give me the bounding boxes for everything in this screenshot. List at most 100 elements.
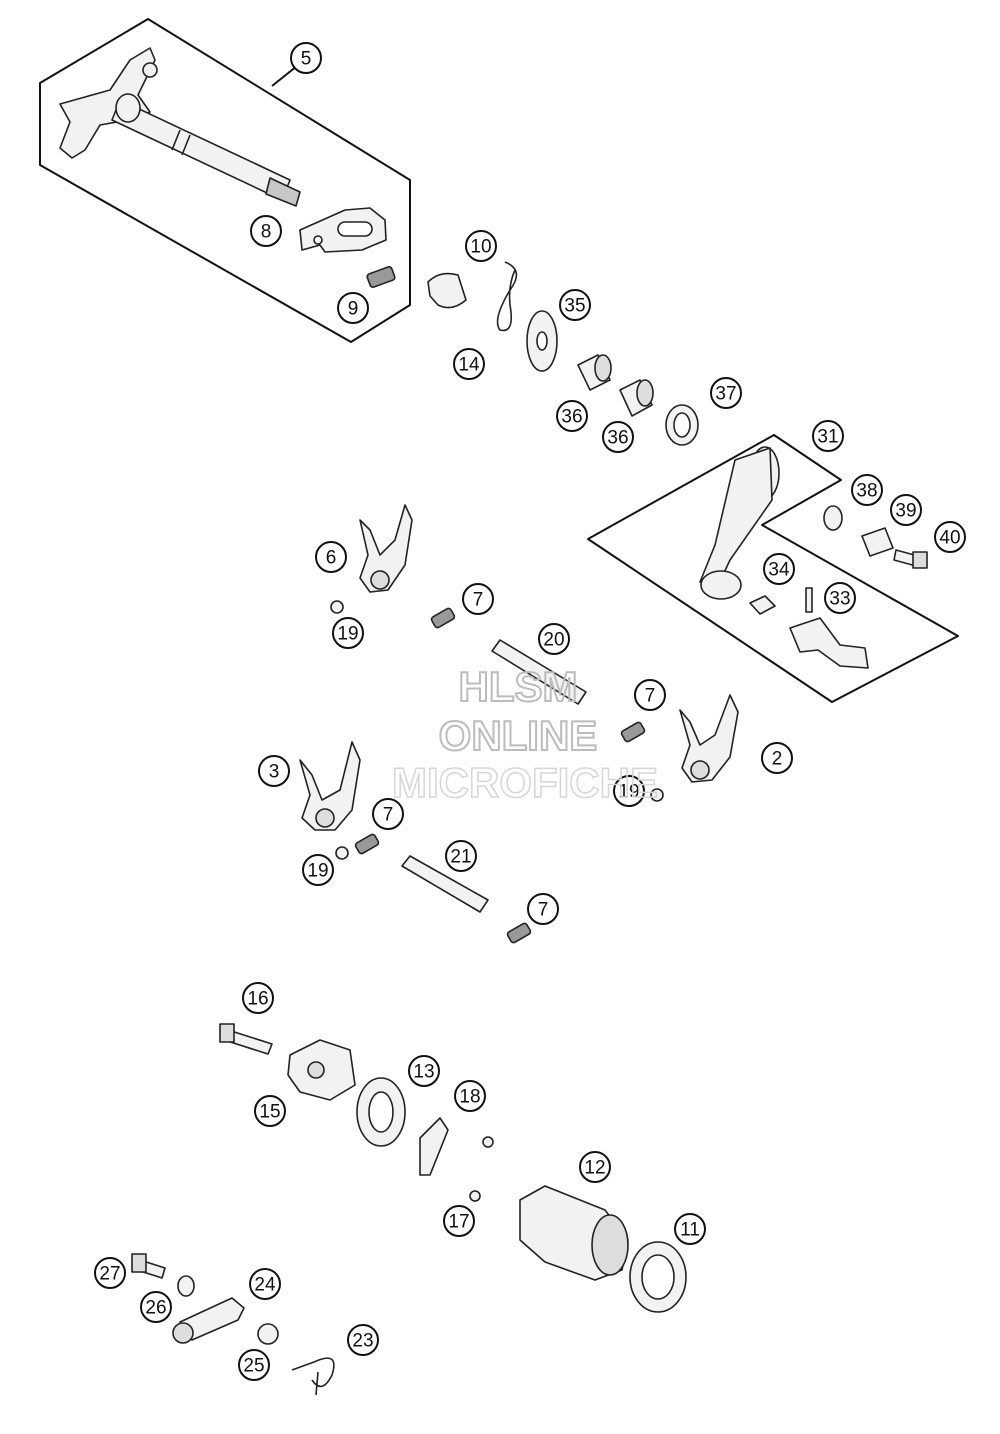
callout-number: 36 — [561, 407, 582, 428]
callout-circle — [347, 1324, 379, 1356]
clip-part — [749, 595, 776, 615]
callout-38: 38 — [851, 474, 883, 506]
callout-circle — [408, 1055, 440, 1087]
shift-fork-part — [359, 504, 413, 593]
callout-circle — [634, 679, 666, 711]
callout-circle — [710, 377, 742, 409]
callout-11: 11 — [674, 1213, 706, 1245]
callout-circle — [242, 982, 274, 1014]
callout-7: 7 — [372, 798, 404, 830]
callout-number: 7 — [383, 805, 394, 826]
callout-circle — [302, 854, 334, 886]
shift-lever-end-part — [789, 617, 869, 669]
callout-circle — [527, 893, 559, 925]
callout-19: 19 — [302, 854, 334, 886]
clip-part — [427, 272, 467, 309]
callout-number: 9 — [348, 299, 359, 320]
callout-circle — [445, 840, 477, 872]
callout-number: 35 — [564, 296, 585, 317]
callout-3: 3 — [258, 755, 290, 787]
callout-circle — [934, 521, 966, 553]
callout-number: 10 — [470, 237, 491, 258]
fork-shaft-part — [401, 855, 489, 913]
callout-33: 33 — [824, 582, 856, 614]
callout-circle — [890, 494, 922, 526]
callout-19: 19 — [332, 617, 364, 649]
callout-circle — [538, 623, 570, 655]
ball-part — [330, 600, 344, 614]
spring-part — [430, 607, 456, 629]
callout-circle — [602, 421, 634, 453]
callout-number: 39 — [895, 501, 916, 522]
callout-16: 16 — [242, 982, 274, 1014]
callout-5: 5 — [290, 42, 322, 74]
callout-8: 8 — [250, 215, 282, 247]
watermark-line-1: HLSM — [459, 663, 578, 710]
callout-number: 5 — [301, 49, 312, 70]
screw-part — [469, 1190, 481, 1202]
callout-number: 7 — [473, 590, 484, 611]
watermark-line-2: ONLINE — [439, 712, 598, 759]
callout-circle — [559, 289, 591, 321]
callout-number: 27 — [99, 1264, 120, 1285]
callout-25: 25 — [238, 1349, 270, 1381]
callout-26: 26 — [140, 1291, 172, 1323]
shift-fork-part — [299, 741, 361, 831]
shift-lever-group-box — [587, 434, 959, 703]
callout-13: 13 — [408, 1055, 440, 1087]
callout-number: 37 — [715, 384, 736, 405]
callout-7: 7 — [634, 679, 666, 711]
callout-circle — [462, 583, 494, 615]
callout-circle — [140, 1291, 172, 1323]
callout-circle — [249, 1268, 281, 1300]
ball-part — [335, 846, 349, 860]
callout-15: 15 — [254, 1095, 286, 1127]
callout-number: 16 — [247, 989, 268, 1010]
callout-9: 9 — [337, 292, 369, 324]
spring-part — [620, 721, 646, 743]
callout-number: 36 — [607, 428, 628, 449]
callout-circle — [465, 230, 497, 262]
callout-circle — [556, 400, 588, 432]
callout-number: 19 — [337, 624, 358, 645]
callout-circle — [763, 553, 795, 585]
fork-shaft-part — [491, 639, 587, 705]
watermark: HLSM ONLINE MICROFICHE — [391, 662, 659, 807]
pin-part — [805, 587, 813, 613]
callout-circle — [443, 1205, 475, 1237]
callout-10: 10 — [465, 230, 497, 262]
callout-number: 33 — [829, 589, 850, 610]
callout-number: 6 — [326, 548, 337, 569]
callout-circle — [372, 798, 404, 830]
callout-number: 21 — [450, 847, 471, 868]
callout-12: 12 — [579, 1151, 611, 1183]
callout-circle — [337, 292, 369, 324]
callout-circle — [258, 755, 290, 787]
callout-circle — [812, 420, 844, 452]
callout-number: 3 — [269, 762, 280, 783]
callout-36: 36 — [602, 421, 634, 453]
callout-circle — [238, 1349, 270, 1381]
callout-number: 11 — [680, 1220, 700, 1241]
callout-number: 2 — [772, 749, 783, 770]
washer-part — [177, 1275, 195, 1297]
plate-part — [861, 527, 894, 557]
callout-6: 6 — [315, 541, 347, 573]
callout-40: 40 — [934, 521, 966, 553]
spring-part — [506, 922, 532, 944]
callout-number: 40 — [939, 528, 960, 549]
callout-circle — [315, 541, 347, 573]
callout-20: 20 — [538, 623, 570, 655]
callout-number: 12 — [584, 1158, 605, 1179]
screw-part — [482, 1136, 494, 1148]
callout-circle — [851, 474, 883, 506]
torsion-spring-part — [291, 1357, 335, 1396]
callout-23: 23 — [347, 1324, 379, 1356]
shift-fork-part — [679, 694, 739, 783]
callout-circle — [454, 1080, 486, 1112]
callout-14: 14 — [453, 348, 485, 380]
shift-shaft-group-box — [39, 18, 411, 343]
callout-number: 23 — [352, 1331, 373, 1352]
torsion-spring-part — [496, 261, 518, 332]
callout-number: 20 — [543, 630, 564, 651]
